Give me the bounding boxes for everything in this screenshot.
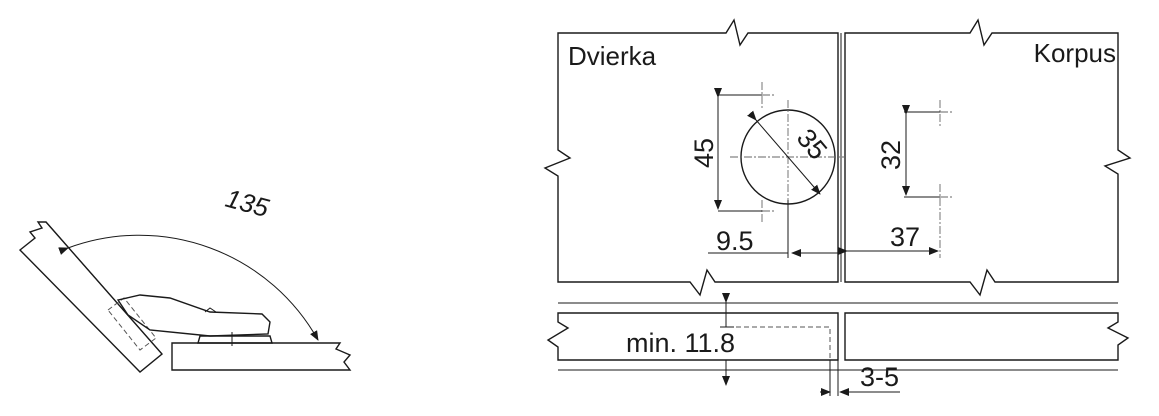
drilling-plan: Dvierka Korpus 45 35 9.5 32 <box>543 18 1132 396</box>
angle-label: 135 <box>222 183 272 223</box>
mounting-plate <box>197 335 273 344</box>
door-label: Dvierka <box>568 41 657 71</box>
carcass-section <box>844 312 1130 361</box>
dim-height-label: 45 <box>689 138 719 168</box>
dim-spacing-label: 32 <box>876 140 906 170</box>
door-panel <box>18 221 164 373</box>
carcass-panel <box>171 342 352 371</box>
dim-min-label: min. 11.8 <box>626 328 735 358</box>
angle-arc <box>58 234 319 341</box>
door-plan-panel <box>543 18 839 297</box>
dim-gap-label: 3-5 <box>860 362 899 392</box>
dim-edge-label: 9.5 <box>716 226 754 256</box>
door-section <box>546 312 839 361</box>
side-view: 135 <box>18 183 352 373</box>
dim-plate-label: 37 <box>890 222 920 252</box>
carcass-plan-panel <box>844 18 1132 297</box>
hinge-cup <box>107 297 157 351</box>
cup-depth-outline <box>728 326 831 360</box>
carcass-label: Korpus <box>1034 38 1116 68</box>
